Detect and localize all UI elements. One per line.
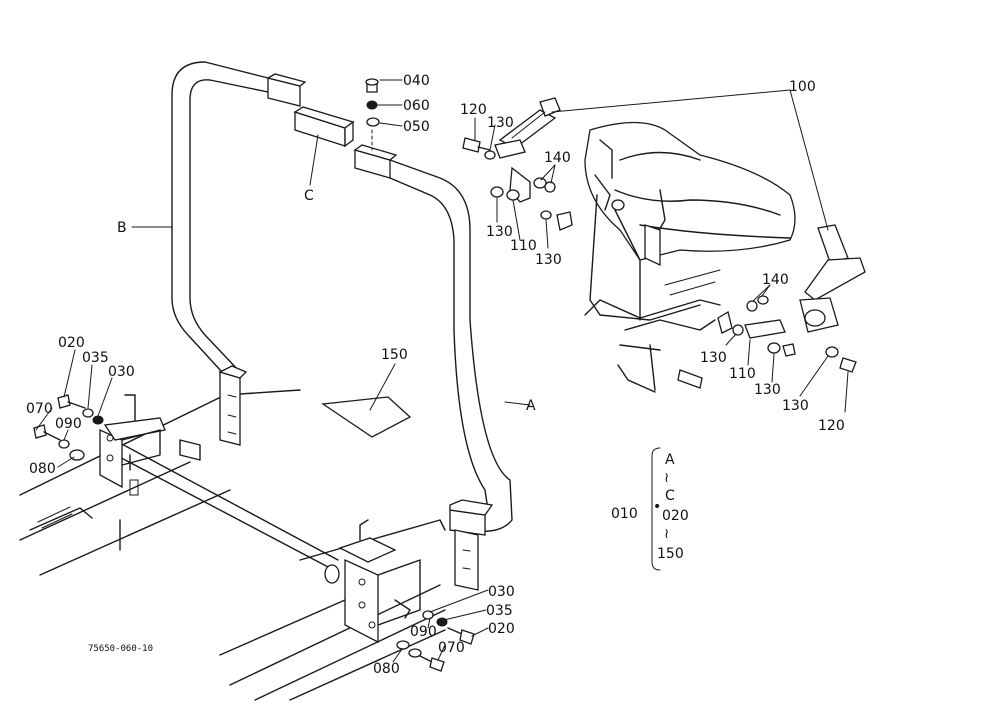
label-110-upper: 110 bbox=[510, 238, 537, 254]
label-020-right: 020 bbox=[488, 621, 515, 637]
label-035-left: 035 bbox=[82, 350, 109, 366]
label-130-upper-b: 130 bbox=[486, 224, 513, 240]
assembly-legend: A ≀ C 010 • 020 ≀ 150 bbox=[611, 447, 689, 571]
label-040: 040 bbox=[403, 73, 430, 89]
rops-frame-a bbox=[353, 144, 513, 591]
legend-sep-1: ≀ bbox=[664, 470, 669, 486]
label-130-lower-c: 130 bbox=[782, 398, 809, 414]
label-100: 100 bbox=[789, 79, 816, 95]
label-120-lower: 120 bbox=[818, 418, 845, 434]
label-060: 060 bbox=[403, 98, 430, 114]
upper-belt-hardware bbox=[462, 137, 573, 231]
label-050: 050 bbox=[403, 119, 430, 135]
seat-assembly bbox=[584, 121, 796, 393]
connector-c bbox=[293, 106, 355, 148]
label-120-upper: 120 bbox=[460, 102, 487, 118]
part-labels: 040 060 050 100 120 130 140 130 110 130 … bbox=[26, 73, 845, 677]
top-bolt-stack bbox=[365, 78, 380, 151]
legend-left: 010 bbox=[611, 506, 638, 522]
label-130-lower-b: 130 bbox=[754, 382, 781, 398]
label-070-left: 070 bbox=[26, 401, 53, 417]
label-b: B bbox=[117, 220, 127, 236]
label-150: 150 bbox=[381, 347, 408, 363]
legend-dot: • bbox=[653, 499, 661, 515]
left-mount-bracket bbox=[99, 394, 201, 489]
right-mount-bracket bbox=[338, 519, 421, 644]
lower-belt-hardware bbox=[732, 295, 857, 373]
label-140-lower: 140 bbox=[762, 272, 789, 288]
label-080-left: 080 bbox=[29, 461, 56, 477]
label-110-lower: 110 bbox=[729, 366, 756, 382]
label-090-right: 090 bbox=[410, 624, 437, 640]
legend-mid: C bbox=[665, 488, 675, 504]
label-035-right: 035 bbox=[486, 603, 513, 619]
label-130-upper-c: 130 bbox=[535, 252, 562, 268]
label-130-lower-a: 130 bbox=[700, 350, 727, 366]
label-140-upper: 140 bbox=[544, 150, 571, 166]
legend-sep-2: ≀ bbox=[664, 526, 669, 542]
label-080-right: 080 bbox=[373, 661, 400, 677]
legend-right: 020 bbox=[662, 508, 689, 524]
label-090-left: 090 bbox=[55, 416, 82, 432]
label-030-left: 030 bbox=[108, 364, 135, 380]
label-c: C bbox=[304, 188, 314, 204]
cross-shaft bbox=[109, 441, 340, 584]
fasteners-right bbox=[396, 610, 475, 672]
label-a: A bbox=[526, 398, 536, 414]
label-020-left: 020 bbox=[58, 335, 85, 351]
drawing-number: 75650-060-10 bbox=[88, 644, 153, 654]
seat-belt-lower bbox=[799, 224, 866, 333]
legend-bottom: 150 bbox=[657, 546, 684, 562]
label-130-upper-a: 130 bbox=[487, 115, 514, 131]
label-070-right: 070 bbox=[438, 640, 465, 656]
rops-frame-b bbox=[171, 61, 307, 446]
legend-top: A bbox=[665, 452, 675, 468]
decal-150 bbox=[321, 396, 412, 438]
label-030-right: 030 bbox=[488, 584, 515, 600]
leader-lines bbox=[35, 79, 849, 663]
